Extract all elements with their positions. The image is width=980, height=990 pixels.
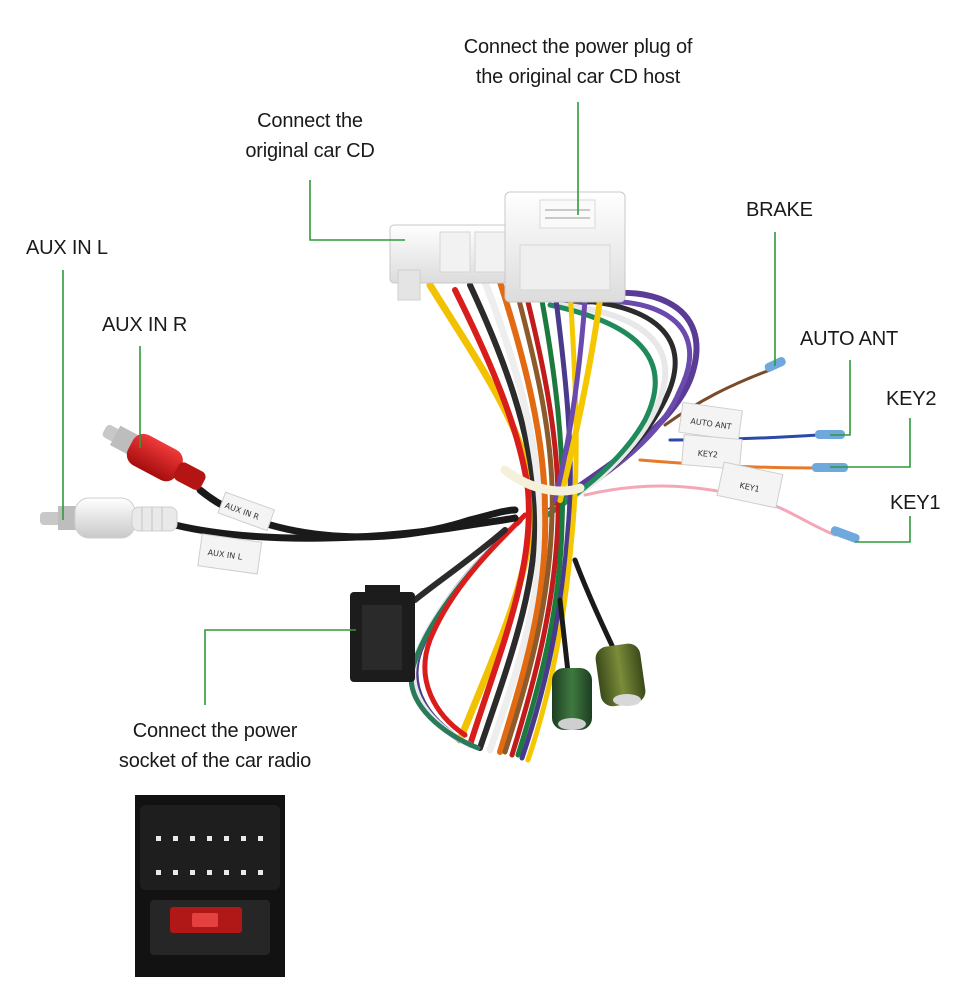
label-power-socket-line1: Connect the power xyxy=(132,720,298,742)
cd-host-power-plug xyxy=(504,191,626,303)
label-power-socket-line2: socket of the car radio xyxy=(118,750,312,772)
rca-connector-red xyxy=(102,424,206,490)
label-aux-in-l: AUX IN L xyxy=(26,237,108,259)
cable-tie xyxy=(500,465,585,496)
leader-power-socket xyxy=(204,629,356,705)
label-power-socket: Connect the power socket of the car radi… xyxy=(119,716,311,776)
leader-auto-ant xyxy=(830,360,851,436)
label-car-cd: Connect the original car CD xyxy=(245,106,374,166)
capacitor-olive xyxy=(595,643,646,707)
leader-key2 xyxy=(830,418,911,468)
radio-power-connector xyxy=(350,585,415,682)
label-key1: KEY1 xyxy=(890,492,941,514)
tag-key2: KEY2 xyxy=(697,449,718,460)
capacitor-green xyxy=(552,668,592,730)
socket-pins-top-row xyxy=(156,836,263,841)
socket-closeup-inset xyxy=(135,795,285,977)
socket-pins-bottom-row xyxy=(156,870,263,875)
tag-key1: KEY1 xyxy=(739,481,761,494)
leader-car-cd xyxy=(309,180,405,241)
label-car-cd-line2: original car CD xyxy=(245,140,375,162)
label-key2: KEY2 xyxy=(886,388,937,410)
rca-connector-white xyxy=(40,497,178,539)
wire-bundle xyxy=(171,278,837,763)
leader-lines xyxy=(62,102,911,705)
wire-terminal-pins xyxy=(764,357,860,543)
wire-tags: AUTO ANT KEY2 KEY1 AUX IN R AUX IN L xyxy=(197,401,784,575)
cd-connector-plug xyxy=(389,224,516,301)
leader-key1 xyxy=(855,516,911,543)
label-power-plug-line1: Connect the power plug of xyxy=(463,36,693,58)
label-auto-ant: AUTO ANT xyxy=(800,328,899,350)
label-brake: BRAKE xyxy=(746,199,813,221)
label-car-cd-line1: Connect the xyxy=(257,110,363,132)
label-power-plug-line2: the original car CD host xyxy=(475,66,681,88)
label-power-plug: Connect the power plug of the original c… xyxy=(464,32,693,92)
label-aux-in-r: AUX IN R xyxy=(102,314,188,336)
